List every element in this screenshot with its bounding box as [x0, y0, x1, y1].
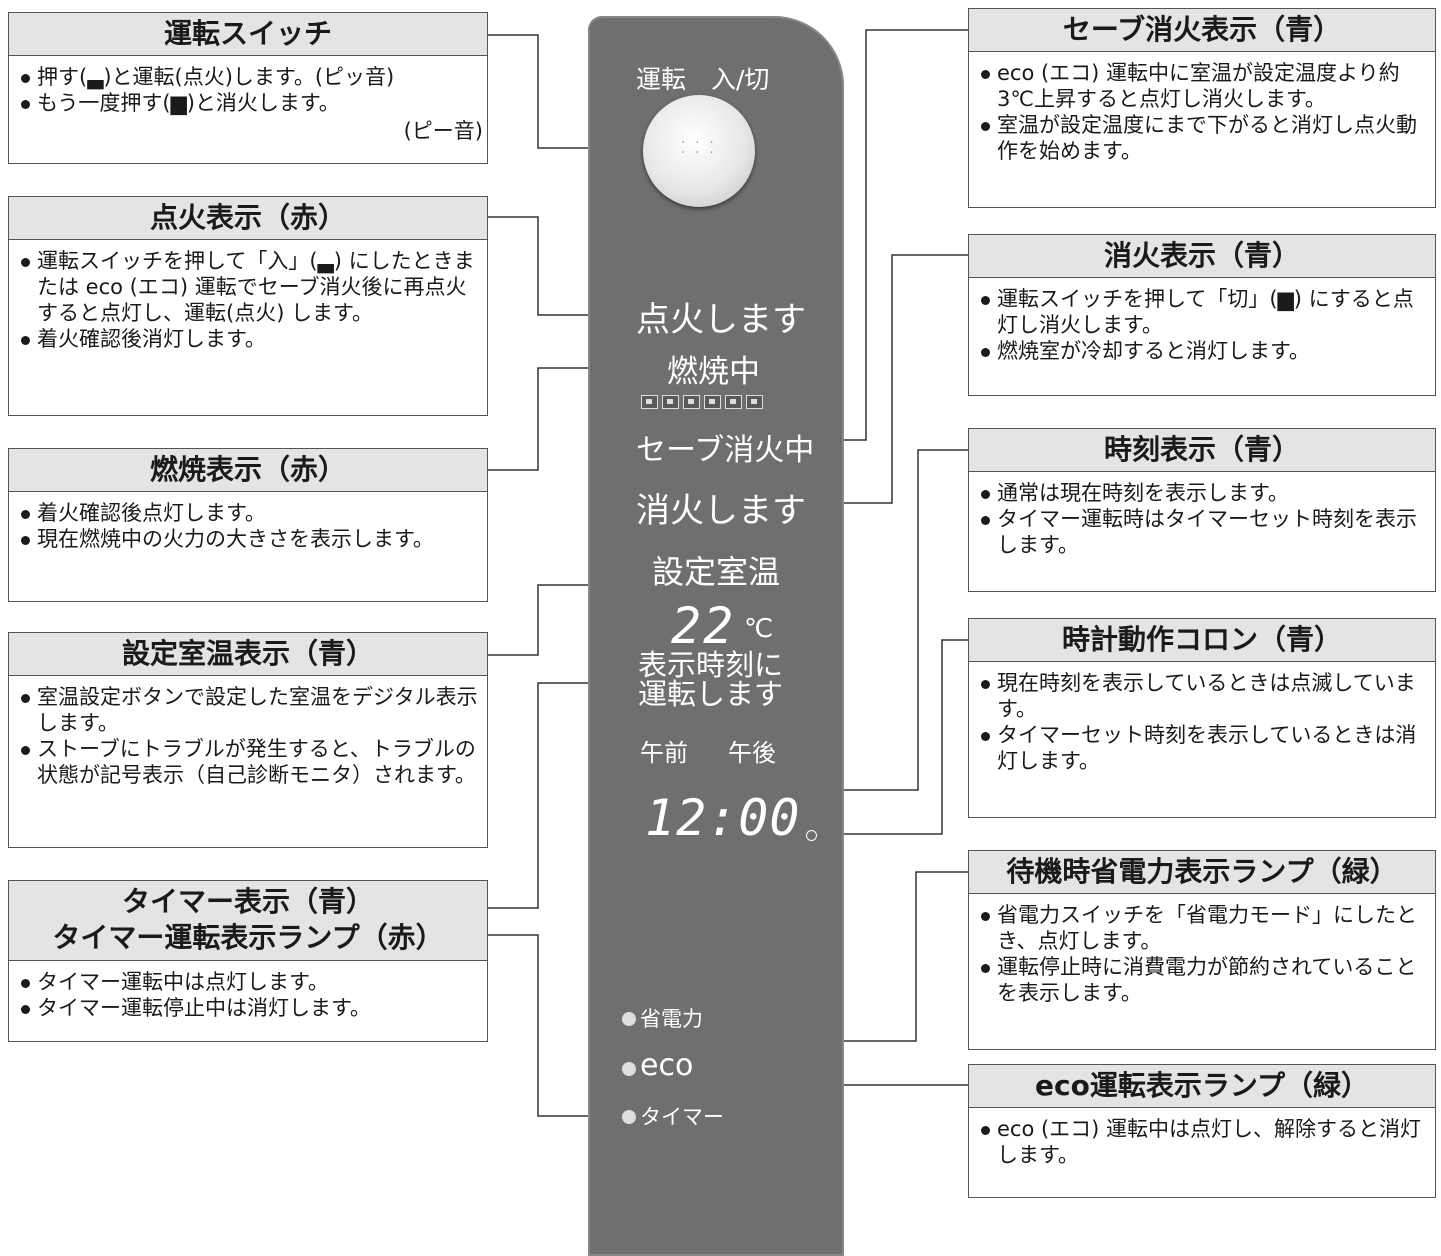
callout-ignition: 点火表示（赤） 運転スイッチを押して「入」(▃) にしたときまたは eco (エ…	[8, 196, 488, 416]
callout-item: タイマー運転時はタイマーセット時刻を表示します。	[979, 506, 1427, 558]
line-clock-colon	[818, 639, 968, 835]
extinguish-indicator: 消火します	[636, 491, 806, 531]
power-save-label: 省電力	[640, 1007, 703, 1031]
button-texture-icon: · · ·· · ·	[681, 136, 717, 161]
callout-item: 現在時刻を表示しているときは点滅しています。	[979, 670, 1427, 722]
callout-title: セーブ消火表示（青）	[969, 9, 1435, 53]
callout-extinguish: 消火表示（青） 運転スイッチを押して「切」(▆) にすると点灯し消火します。 燃…	[968, 234, 1436, 396]
callout-safe-extinguish: セーブ消火表示（青） eco (エコ) 運転中に室温が設定温度より約3℃上昇する…	[968, 8, 1436, 208]
am-label: 午前	[640, 739, 688, 767]
callout-title: 消火表示（青）	[969, 235, 1435, 279]
callout-title: 待機時省電力表示ランプ（緑）	[969, 851, 1435, 895]
line-timer-lamp	[488, 934, 628, 1117]
line-extinguish	[802, 254, 968, 504]
callout-item: タイマーセット時刻を表示しているときは消灯します。	[979, 722, 1427, 774]
callout-power-switch: 運転スイッチ 押す(▃)と運転(点火)します。(ピッ音) もう一度押す(▆)と消…	[8, 12, 488, 164]
callout-item: 押す(▃)と運転(点火)します。(ピッ音)	[19, 64, 479, 90]
callout-title: 点火表示（赤）	[9, 197, 487, 241]
callout-title: 燃焼表示（赤）	[9, 449, 487, 493]
line-set-temp	[488, 584, 605, 656]
eco-lamp-label: eco	[640, 1048, 694, 1083]
callout-title: 時計動作コロン（青）	[969, 619, 1435, 663]
temp-unit: ℃	[744, 614, 774, 644]
callout-item: 現在燃焼中の火力の大きさを表示します。	[19, 526, 479, 552]
callout-item: 運転スイッチを押して「入」(▃) にしたときまたは eco (エコ) 運転でセー…	[19, 248, 479, 326]
eco-lamp	[622, 1062, 636, 1076]
callout-set-temp: 設定室温表示（青） 室温設定ボタンで設定した室温をデジタル表示します。 ストーブ…	[8, 632, 488, 848]
line-timer-display	[488, 682, 628, 909]
temp-readout: 22	[671, 597, 736, 655]
timer-text-2: 運転します	[638, 677, 784, 711]
callout-timer: タイマー表示（青） タイマー運転表示ランプ（赤） タイマー運転中は点灯します。 …	[8, 880, 488, 1042]
timer-lamp-label: タイマー	[640, 1105, 724, 1129]
ignition-indicator: 点火します	[636, 300, 806, 340]
callout-clock-colon: 時計動作コロン（青） 現在時刻を表示しているときは点滅しています。 タイマーセッ…	[968, 618, 1436, 818]
callout-time-display: 時刻表示（青） 通常は現在時刻を表示します。 タイマー運転時はタイマーセット時刻…	[968, 428, 1436, 592]
flame-level-bars	[641, 395, 763, 409]
callout-title: eco運転表示ランプ（緑）	[969, 1065, 1435, 1109]
power-save-lamp	[622, 1012, 636, 1026]
callout-item: タイマー運転停止中は消灯します。	[19, 995, 479, 1021]
callout-title: タイマー表示（青） タイマー運転表示ランプ（赤）	[9, 881, 487, 961]
callout-item: 省電力スイッチを「省電力モード」にしたとき、点灯します。	[979, 902, 1427, 954]
callout-item: ストーブにトラブルが発生すると、トラブルの状態が記号表示（自己診断モニタ）されま…	[19, 736, 479, 788]
callout-item: 室温が設定温度にまで下がると消灯し点火動作を始めます。	[979, 112, 1427, 164]
callout-item: もう一度押す(▆)と消火します。	[19, 90, 479, 116]
callout-title: 時刻表示（青）	[969, 429, 1435, 473]
clock-colon-lamp	[806, 830, 817, 841]
callout-title-line: タイマー運転表示ランプ（赤）	[52, 921, 444, 955]
clock-readout: 12:00	[645, 789, 801, 847]
callout-combustion: 燃焼表示（赤） 着火確認後点灯します。 現在燃焼中の火力の大きさを表示します。	[8, 448, 488, 602]
timer-lamp	[622, 1110, 636, 1124]
power-button[interactable]: · · ·· · ·	[643, 95, 755, 207]
set-temp-label: 設定室温	[652, 553, 781, 591]
callout-item: eco (エコ) 運転中に室温が設定温度より約3℃上昇すると点灯し消火します。	[979, 60, 1427, 112]
line-ignition	[488, 216, 628, 316]
callout-item: 通常は現在時刻を表示します。	[979, 480, 1427, 506]
timer-text-1: 表示時刻に	[638, 648, 784, 682]
callout-title-line: タイマー表示（青）	[121, 885, 374, 918]
callout-item: 着火確認後点灯します。	[19, 500, 479, 526]
callout-title: 設定室温表示（青）	[9, 633, 487, 677]
callout-eco-lamp: eco運転表示ランプ（緑） eco (エコ) 運転中は点灯し、解除すると消灯しま…	[968, 1064, 1436, 1198]
pm-label: 午後	[728, 739, 776, 767]
callout-item: タイマー運転中は点灯します。	[19, 969, 479, 995]
callout-item: eco (エコ) 運転中は点灯し、解除すると消灯します。	[979, 1116, 1427, 1168]
callout-item: 燃焼室が冷却すると消灯します。	[979, 338, 1427, 364]
power-switch-label: 運転 入/切	[636, 65, 770, 94]
callout-item: 運転停止時に消費電力が節約されていることを表示します。	[979, 954, 1427, 1006]
callout-item: 室温設定ボタンで設定した室温をデジタル表示します。	[19, 684, 479, 736]
callout-tail: (ピー音)	[403, 119, 483, 144]
callout-item: 着火確認後消灯します。	[19, 326, 479, 352]
combustion-indicator: 燃焼中	[667, 354, 760, 390]
callout-item: 運転スイッチを押して「切」(▆) にすると点灯し消火します。	[979, 286, 1427, 338]
callout-title: 運転スイッチ	[9, 13, 487, 57]
safe-extinguish-indicator: セーブ消火中	[636, 433, 815, 468]
control-panel	[588, 16, 844, 1256]
line-time-display	[812, 449, 968, 791]
callout-standby-power: 待機時省電力表示ランプ（緑） 省電力スイッチを「省電力モード」にしたとき、点灯し…	[968, 850, 1436, 1050]
